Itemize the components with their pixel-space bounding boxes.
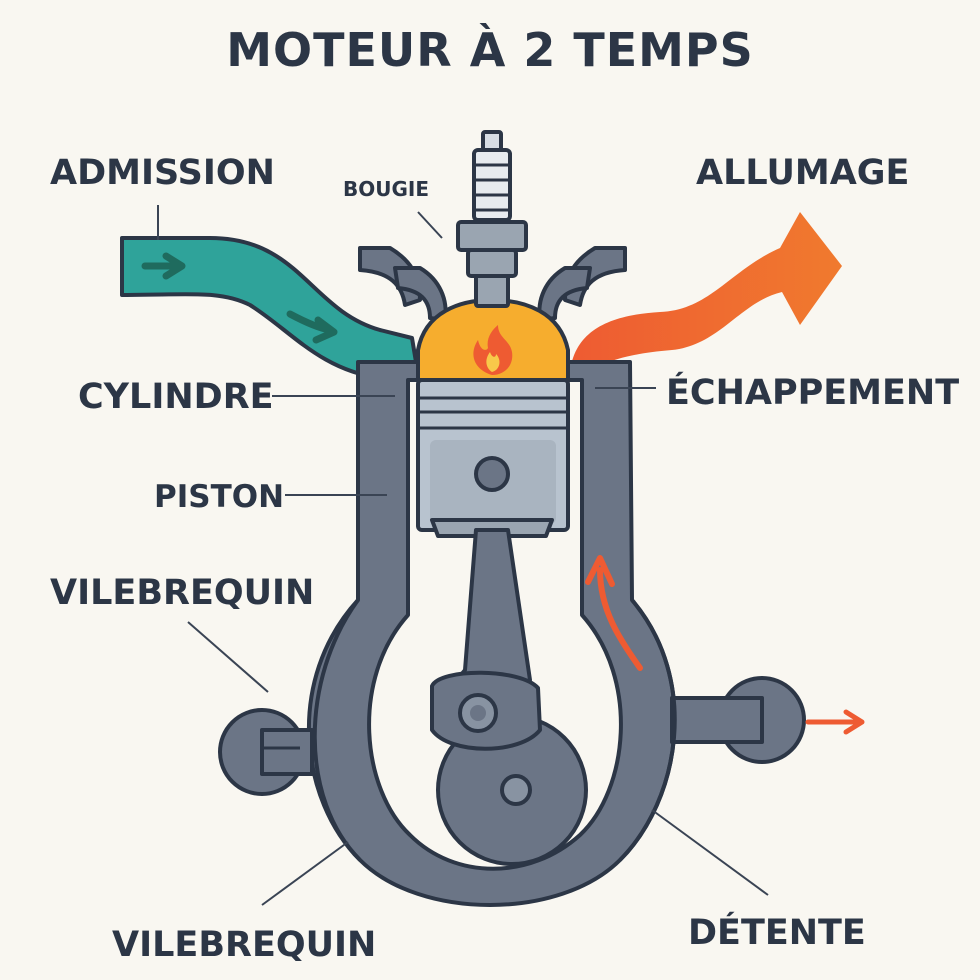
intake-arrow-icon bbox=[286, 310, 338, 344]
intake-pipe bbox=[120, 236, 420, 380]
left-bearing bbox=[218, 708, 314, 796]
page-title: MOTEUR À 2 TEMPS bbox=[226, 23, 754, 77]
right-bearing bbox=[670, 676, 806, 764]
label-detente: DÉTENTE bbox=[688, 911, 866, 953]
label-vilebrequin-left: VILEBREQUIN bbox=[50, 573, 314, 613]
exhaust-pipe bbox=[570, 212, 842, 372]
intake-arrow-icon bbox=[141, 252, 186, 280]
spark-plug-icon bbox=[456, 130, 528, 308]
piston bbox=[416, 378, 570, 538]
flame-icon bbox=[473, 325, 513, 375]
label-allumage: ALLUMAGE bbox=[696, 153, 909, 193]
label-piston: PISTON bbox=[154, 479, 284, 515]
label-bougie: BOUGIE bbox=[343, 177, 429, 201]
flow-arrow-icon bbox=[597, 567, 643, 671]
label-cylindre: CYLINDRE bbox=[78, 377, 274, 417]
label-echappement: ÉCHAPPEMENT bbox=[666, 371, 959, 413]
label-vilebrequin-bottom: VILEBREQUIN bbox=[112, 925, 376, 965]
exhaust-arrow-icon bbox=[805, 709, 865, 735]
label-admission: ADMISSION bbox=[50, 153, 275, 193]
